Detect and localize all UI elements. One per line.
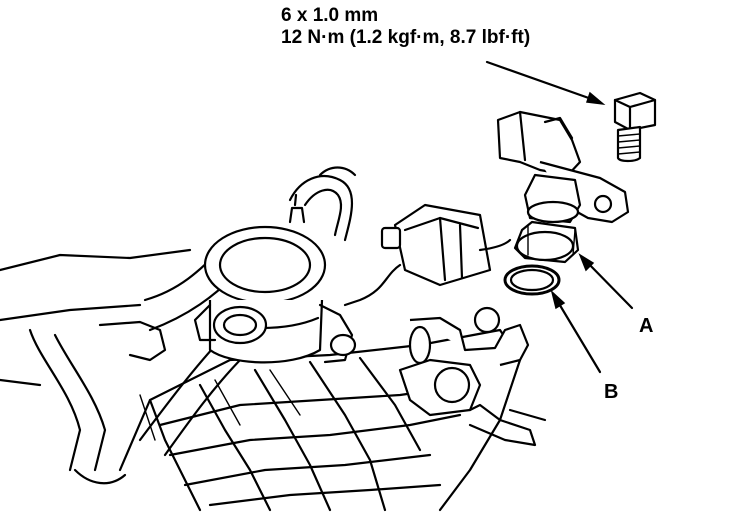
electrical-connector xyxy=(343,203,512,307)
bolt-size-label: 6 x 1.0 mm xyxy=(281,5,379,26)
intake-manifold-grid xyxy=(118,328,522,512)
o-ring-part-b xyxy=(503,264,561,296)
valve-body xyxy=(193,193,357,364)
arrow-head-bolt xyxy=(585,91,606,106)
arrow-head-b xyxy=(550,289,566,310)
leader-arrows xyxy=(485,60,634,374)
callout-b: B xyxy=(604,381,619,403)
arrow-head-a xyxy=(578,253,595,272)
callout-a: A xyxy=(639,315,654,337)
mounting-bracket xyxy=(398,306,547,447)
cam-sensor-part-a xyxy=(496,110,630,264)
hose-left xyxy=(0,248,192,485)
bolt xyxy=(613,91,657,163)
torque-spec-label: 12 N·m (1.2 kgf·m, 8.7 lbf·ft) xyxy=(281,27,531,48)
